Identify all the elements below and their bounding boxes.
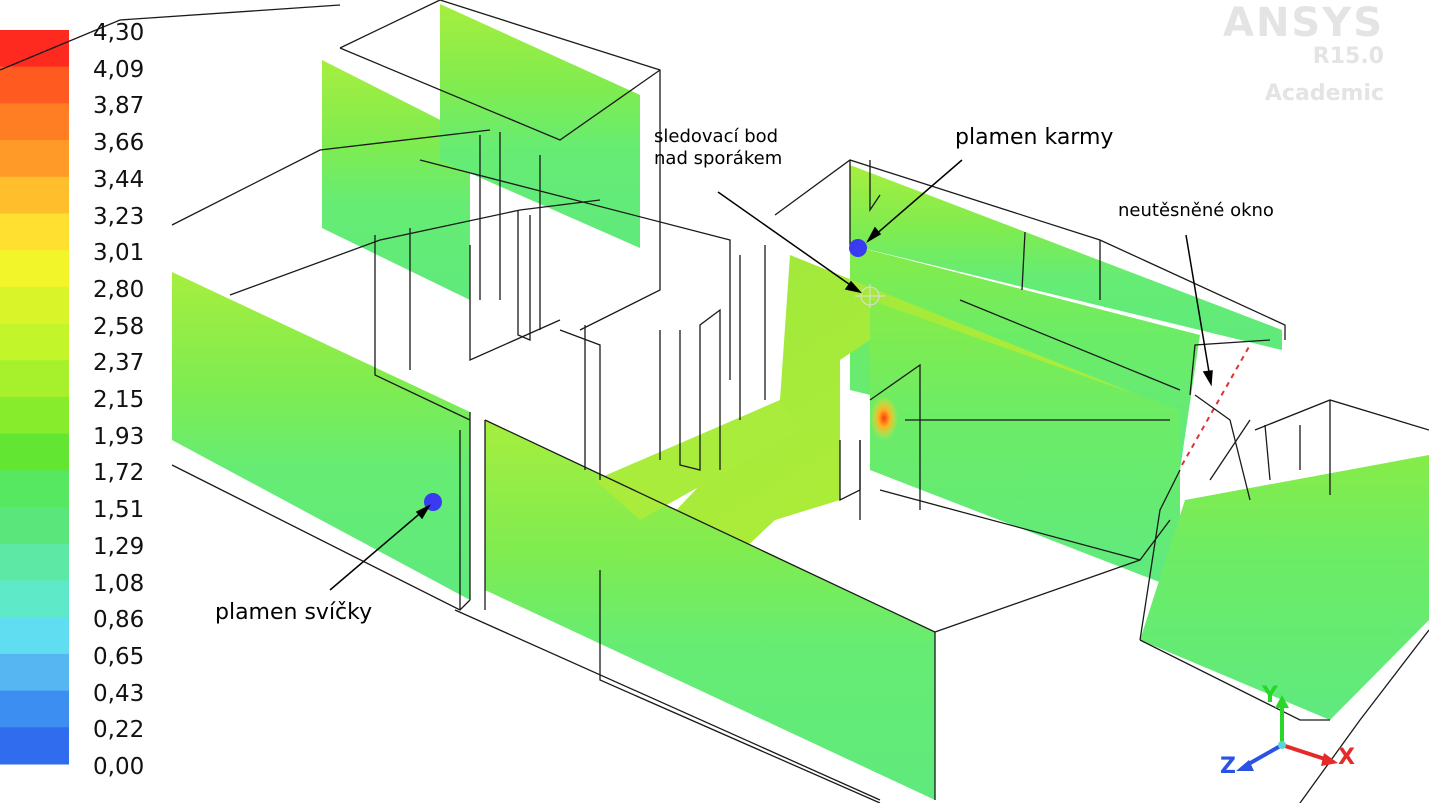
color-scale-band <box>0 617 69 655</box>
color-scale-label: 3,44 <box>93 166 145 193</box>
color-scale-band <box>0 690 69 728</box>
color-scale-label: 3,66 <box>93 130 145 157</box>
plane-right-back <box>850 165 1282 350</box>
color-scale-label: 1,51 <box>93 497 145 524</box>
color-scale-bar <box>0 30 69 765</box>
color-scale-label: 1,93 <box>93 423 145 450</box>
color-scale-label: 3,87 <box>93 93 145 120</box>
gas-heater-flame-marker <box>849 239 867 257</box>
axis-z-label: Z <box>1220 754 1236 779</box>
color-scale-band <box>0 30 69 68</box>
color-scale-label: 4,09 <box>93 56 145 83</box>
color-scale-band <box>0 543 69 581</box>
color-scale-label: 0,22 <box>93 717 145 744</box>
plane-corridor <box>620 255 1175 590</box>
color-scale-label: 0,65 <box>93 643 145 670</box>
color-scale-band <box>0 286 69 325</box>
color-scale-band <box>0 323 69 361</box>
leader-arrows <box>329 159 1213 591</box>
plane-cross <box>595 400 800 520</box>
color-scale-band <box>0 397 69 435</box>
ansys-logo-edition: Academic <box>1264 81 1384 107</box>
plane-back-top <box>440 4 640 248</box>
color-scale-band <box>0 176 69 214</box>
color-scale-band <box>0 103 69 141</box>
color-scale-band <box>0 140 69 178</box>
ansys-logo-version: R15.0 <box>1312 44 1384 69</box>
stove-hotspot <box>870 396 898 440</box>
color-scale-band <box>0 66 69 104</box>
axis-triad <box>1236 695 1338 771</box>
color-scale-label: 1,29 <box>93 533 145 560</box>
color-scale-band <box>0 507 69 545</box>
color-scale-label: 1,72 <box>93 460 145 487</box>
color-scale-label: 3,01 <box>93 240 145 267</box>
color-scale-label: 3,23 <box>93 203 145 230</box>
color-scale-label: 2,15 <box>93 387 145 413</box>
color-scale-label: 1,08 <box>93 570 145 597</box>
plane-front-long <box>485 420 935 800</box>
color-scale-label: 0,86 <box>93 607 145 634</box>
color-scale-band <box>0 433 69 471</box>
leaky-window-marks <box>1181 344 1251 466</box>
contour-planes <box>172 4 1429 800</box>
color-scale-label: 2,80 <box>93 276 145 303</box>
label-leaky-window: neutěsněné okno <box>1118 200 1274 221</box>
color-scale-band <box>0 250 69 288</box>
color-scale-band <box>0 580 69 618</box>
color-scale-band <box>0 470 69 508</box>
label-gas-heater-flame: plamen karmy <box>955 125 1114 150</box>
color-scale-band <box>0 727 69 765</box>
color-scale-label: 2,58 <box>93 313 145 340</box>
color-scale-label: 2,37 <box>93 350 145 377</box>
label-monitor-point: sledovací bod nad sporákem <box>654 126 783 169</box>
plane-left-long <box>172 272 470 600</box>
plane-right-front <box>870 300 1180 590</box>
color-scale-label: 0,00 <box>93 754 145 780</box>
axis-x-label: X <box>1338 745 1355 770</box>
monitor-point-crosshair <box>855 284 885 308</box>
color-scale-label: 0,43 <box>93 680 145 707</box>
axis-y-label: Y <box>1262 683 1278 708</box>
color-scale-band <box>0 653 69 692</box>
ansys-logo-brand: ANSYS <box>1222 0 1384 46</box>
plane-back-left <box>322 60 470 300</box>
color-scale-label: 4,30 <box>93 20 145 46</box>
plane-bottom-right <box>1140 455 1429 720</box>
color-scale-band <box>0 213 69 251</box>
ansys-logo: ANSYS R15.0 Academic <box>1184 2 1384 112</box>
label-candle-flame: plamen svíčky <box>215 600 373 625</box>
color-scale-band <box>0 360 69 398</box>
